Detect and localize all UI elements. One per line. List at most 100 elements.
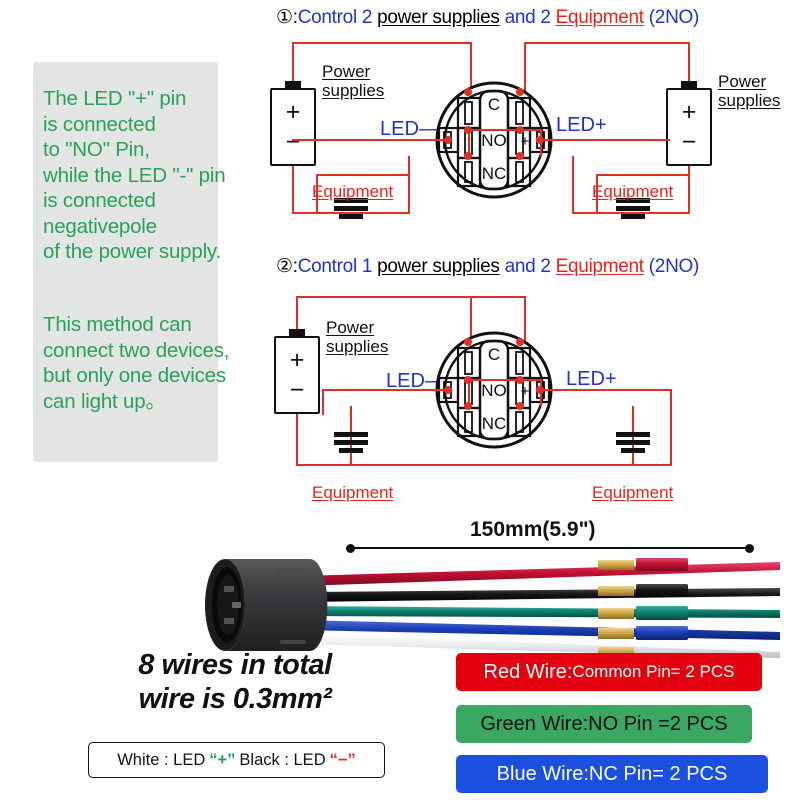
d2-wire-led-cross xyxy=(468,379,540,381)
d2-equipment-label-left: Equipment xyxy=(312,483,394,502)
diagram-2-heading-part2: power supplies xyxy=(377,256,500,277)
legend-chip-red-wire: Red Wire: Common Pin= 2 PCS xyxy=(456,653,762,691)
legend-chip-red-name: Red Wire: xyxy=(483,660,573,683)
d1-wire-top-right xyxy=(524,42,689,44)
d1-wire-led-cross-l xyxy=(468,129,470,156)
d2-switch-body: C NO NC + xyxy=(434,330,554,450)
d1-wire-equip-r-bottom xyxy=(572,212,690,214)
led-legend-minus-symbol: “−” xyxy=(329,750,356,769)
svg-text:NO: NO xyxy=(481,131,507,150)
d1-wire-batt-l-top xyxy=(292,42,294,88)
diagram-2-heading-part4: Equipment xyxy=(555,256,644,277)
d1-power-label-left: Power supplies xyxy=(322,62,385,100)
svg-text:NO: NO xyxy=(481,381,507,400)
svg-text:+: + xyxy=(521,133,530,150)
info-paragraph-1: The LED "+" pin is connected to "NO" Pin… xyxy=(43,87,226,263)
legend-chip-blue-wire: Blue Wire: NC Pin= 2 PCS xyxy=(456,755,768,793)
diagram-2-heading-part3: and 2 xyxy=(499,256,556,277)
diagram-2-heading-part1: Control 1 xyxy=(297,256,378,277)
d1-wire-equip-r-top xyxy=(596,174,690,176)
svg-text:C: C xyxy=(488,345,500,364)
d2-equipment-label-right: Equipment xyxy=(592,483,674,502)
legend-chip-blue-detail: NC Pin= 2 PCS xyxy=(588,762,728,785)
diagram-1-number: ① xyxy=(276,7,293,28)
d1-equipment-label-right: Equipment xyxy=(592,182,674,201)
d2-battery-minus: − xyxy=(289,376,305,404)
legend-chip-green-wire: Green Wire: NO Pin =2 PCS xyxy=(456,705,752,743)
d2-wire-no-r-down xyxy=(670,389,672,466)
d2-wire-c-right-down xyxy=(524,296,526,342)
d1-wire-led-minus-in xyxy=(292,139,448,141)
d1-battery-right-minus: − xyxy=(681,128,697,156)
dimension-line xyxy=(346,543,754,553)
d1-equipment-symbol-left xyxy=(334,198,368,222)
diagram-2-colon: : xyxy=(292,256,298,277)
d1-wire-led-plus-in xyxy=(540,139,670,141)
d1-battery-right-plus: + xyxy=(681,98,697,126)
d1-wire-equip-l-bottom xyxy=(292,212,410,214)
d1-wire-no-l-down xyxy=(408,156,410,214)
d1-battery-left-plus: + xyxy=(285,98,301,126)
diagram-1-heading-part3: and 2 xyxy=(499,7,556,28)
svg-text:+: + xyxy=(521,383,530,400)
legend-chip-red-detail: Common Pin= 2 PCS xyxy=(572,662,735,681)
d1-wire-batt-r-top xyxy=(688,42,690,88)
d1-wire-no-r-down xyxy=(572,156,574,214)
d1-wire-c-left-down xyxy=(470,42,472,92)
d2-power-label: Power supplies xyxy=(326,318,389,356)
diagram-1-heading-part5: (2NO) xyxy=(643,7,700,28)
d1-wire-batt-l-bottom xyxy=(292,166,294,214)
d2-wire-led-cross-l xyxy=(468,379,470,406)
d2-wire-bottom-bus xyxy=(296,464,672,466)
d1-led-plus-label: LED+ xyxy=(556,114,607,136)
led-legend-plus-symbol: “+” xyxy=(209,750,236,769)
d2-wire-led-minus-in xyxy=(322,389,448,391)
d2-battery-plus: + xyxy=(289,346,305,374)
d2-wire-led-cross-r xyxy=(540,379,542,406)
diagram-1-colon: : xyxy=(292,7,298,28)
led-polarity-legend: White : LED “+” Black : LED “−” xyxy=(88,742,385,778)
d1-wire-equip-r-left xyxy=(596,174,598,214)
d1-wire-equip-l-left xyxy=(316,174,318,214)
d2-equipment-symbol-right xyxy=(616,432,650,456)
legend-chip-green-name: Green Wire: xyxy=(480,712,589,735)
legend-chip-blue-name: Blue Wire: xyxy=(496,762,589,785)
svg-text:NC: NC xyxy=(482,414,507,433)
d2-wire-top xyxy=(296,296,524,298)
led-legend-black-label: Black : LED xyxy=(239,750,326,769)
d2-wire-batt-top xyxy=(296,296,298,336)
diagram-2-heading-part5: (2NO) xyxy=(643,256,700,277)
d1-wire-batt-r-bottom xyxy=(688,166,690,214)
diagram-2-heading: ②:Control 1 power supplies and 2 Equipme… xyxy=(276,255,699,278)
legend-chip-green-detail: NO Pin =2 PCS xyxy=(588,712,728,735)
d1-wire-led-cross xyxy=(468,129,540,131)
svg-text:C: C xyxy=(488,95,500,114)
d1-wire-top-left xyxy=(292,42,472,44)
diagram-1-heading-part2: power supplies xyxy=(377,7,500,28)
dimension-label: 150mm(5.9") xyxy=(470,518,596,541)
wire-harness-photo xyxy=(180,548,780,658)
diagram-1-heading-part1: Control 2 xyxy=(297,7,378,28)
d1-battery-left-minus: − xyxy=(285,128,301,156)
d2-wire-batt-bottom xyxy=(296,414,298,466)
d1-led-minus-label: LED— xyxy=(380,118,439,140)
info-paragraph-2: This method can connect two devices, but… xyxy=(43,313,230,413)
d1-switch-body: C NO NC + xyxy=(434,80,554,200)
d2-led-minus-label: LED— xyxy=(386,370,445,392)
d2-wire-led-plus-in xyxy=(540,389,670,391)
d2-wire-c-left-down xyxy=(470,296,472,342)
diagram-1-heading: ①:Control 2 power supplies and 2 Equipme… xyxy=(276,6,699,29)
diagram-1-heading-part4: Equipment xyxy=(555,7,644,28)
d1-wire-equip-l-top xyxy=(316,174,410,176)
d1-equipment-label-left: Equipment xyxy=(312,182,394,201)
info-panel: The LED "+" pin is connected to "NO" Pin… xyxy=(33,62,229,462)
d1-wire-c-right-down xyxy=(524,42,526,92)
d1-wire-led-cross-r xyxy=(540,129,542,156)
dimension-dot-right xyxy=(745,543,754,553)
led-legend-white-label: White : LED xyxy=(117,750,206,769)
d1-equipment-symbol-right xyxy=(616,198,650,222)
total-wires-text: 8 wires in total wire is 0.3mm² xyxy=(138,649,332,715)
d2-equipment-symbol-left xyxy=(334,432,368,456)
d2-wire-led-minus-drop xyxy=(322,389,324,415)
diagram-2-number: ② xyxy=(276,256,293,277)
